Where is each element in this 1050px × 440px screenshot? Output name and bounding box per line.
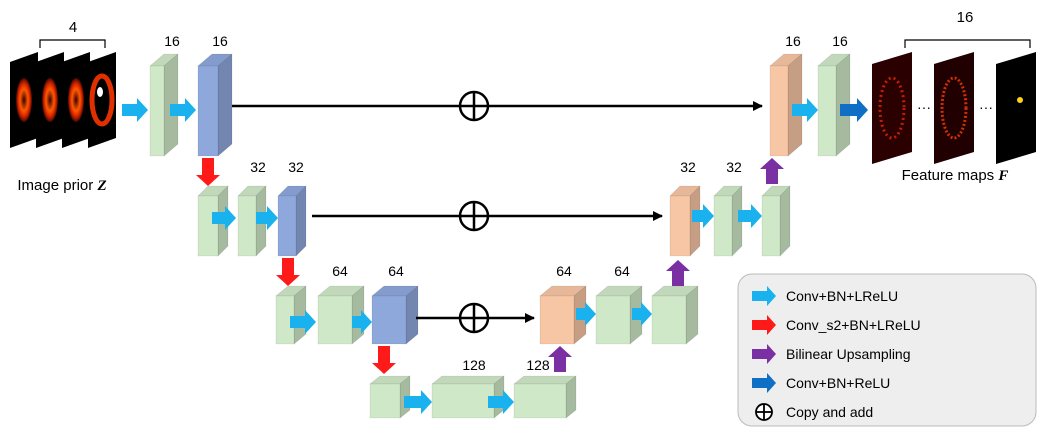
downsample-arrow	[372, 346, 396, 374]
block-d2-conv2	[761, 185, 791, 257]
channel-label-l3b: 64	[388, 263, 404, 279]
conv-arrow	[792, 98, 818, 122]
channel-label-d2b: 32	[726, 159, 742, 175]
copy-add-icon	[458, 200, 490, 232]
feature-ellipsis-1: ···	[917, 99, 931, 115]
legend-item: Conv+BN+LReLU	[752, 286, 898, 306]
input-image-stack	[10, 52, 116, 148]
legend-item: Copy and add	[755, 403, 873, 421]
block-d2-upsampled	[669, 185, 701, 257]
copy-add-icon	[458, 90, 490, 122]
conv-arrow	[352, 310, 372, 334]
block-l3-stride	[275, 285, 307, 345]
legend-arrow-icon	[752, 315, 776, 335]
legend-item: Bilinear Upsampling	[752, 344, 911, 364]
block-l3-conv1	[317, 285, 365, 345]
block-d2-conv1	[713, 185, 743, 257]
block-l2-conv2	[277, 185, 307, 257]
legend-label: Copy and add	[786, 404, 873, 420]
skip-connection-level2	[312, 200, 663, 232]
conv-arrow	[738, 204, 762, 228]
channel-label-d1b: 16	[832, 33, 848, 49]
output-caption: Feature maps F	[902, 167, 1009, 184]
conv-arrow	[122, 98, 148, 122]
legend-label: Bilinear Upsampling	[786, 346, 911, 362]
block-d1-conv1	[817, 53, 851, 157]
channel-label-d2a: 32	[680, 159, 696, 175]
channel-label-d3a: 64	[556, 263, 572, 279]
copy-add-icon	[458, 302, 490, 334]
conv-arrow	[632, 302, 652, 326]
block-l4-stride	[369, 375, 411, 419]
channel-label-d3b: 64	[614, 263, 630, 279]
copy-add-icon	[755, 403, 773, 421]
channel-label-l3a: 64	[332, 263, 348, 279]
skip-connection-level1	[232, 90, 763, 122]
channel-label-l4b: 128	[526, 357, 550, 373]
input-count-bracket	[39, 39, 106, 48]
skip-connection-level3	[416, 302, 535, 334]
block-d3-conv2	[651, 285, 699, 345]
conv-arrow	[692, 204, 714, 228]
legend-item: Conv+BN+ReLU	[752, 373, 890, 393]
input-caption: Image prior Z	[17, 177, 106, 194]
final-conv-arrow	[840, 98, 868, 122]
conv-arrow	[488, 390, 514, 414]
input-count-label: 4	[69, 19, 77, 36]
upsample-arrow	[760, 158, 784, 184]
block-l1-conv2	[197, 53, 233, 157]
channel-label-l2b: 32	[288, 159, 304, 175]
channel-label-l4a: 128	[462, 357, 486, 373]
channel-label-l1a: 16	[164, 33, 180, 49]
legend: Conv+BN+LReLU Conv_s2+BN+LReLU Bilinear Up…	[737, 273, 1037, 427]
feature-ellipsis-2: ···	[979, 99, 993, 115]
legend-arrow-icon	[752, 286, 776, 306]
legend-arrow-icon	[752, 344, 776, 364]
flow-arrows	[122, 98, 868, 414]
channel-label-d1a: 16	[785, 33, 801, 49]
downsample-arrow	[276, 258, 300, 286]
output-count-bracket	[904, 39, 1031, 48]
downsample-arrow	[196, 158, 220, 186]
conv-arrow	[404, 390, 432, 414]
conv-arrow	[170, 98, 196, 122]
conv-arrow	[212, 206, 236, 230]
upsample-arrow	[548, 346, 572, 372]
channel-label-l1b: 16	[212, 33, 228, 49]
legend-item: Conv_s2+BN+LReLU	[752, 315, 921, 335]
channel-label-l2a: 32	[250, 159, 266, 175]
legend-label: Conv+BN+LReLU	[786, 288, 898, 304]
conv-arrow	[256, 206, 278, 230]
upsample-arrow	[666, 260, 690, 286]
conv-arrow	[576, 302, 596, 326]
legend-label: Conv_s2+BN+LReLU	[786, 317, 921, 333]
output-count-label: 16	[957, 9, 974, 26]
legend-label: Conv+BN+ReLU	[786, 375, 890, 391]
output-feature-maps	[872, 52, 1036, 164]
block-l3-conv2	[371, 285, 419, 345]
conv-arrow	[290, 310, 316, 334]
block-l4-conv2	[513, 375, 577, 419]
legend-arrow-icon	[752, 373, 776, 393]
